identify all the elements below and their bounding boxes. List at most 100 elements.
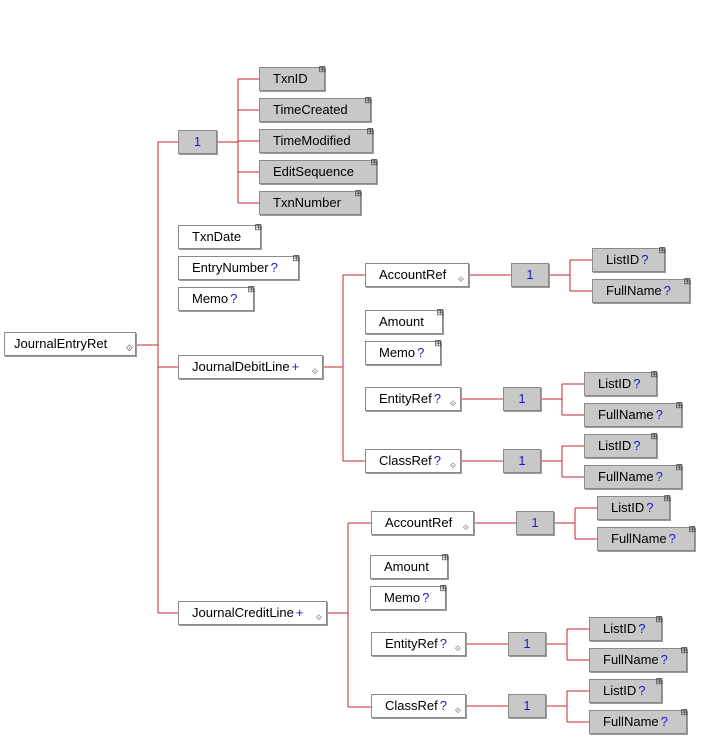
listid-label: ListID [598,438,632,453]
entityref-label: EntityRef [385,636,438,651]
debit-amount-node[interactable]: Amount ⊞ [365,308,444,334]
credit-memo-node[interactable]: Memo? ⊞ [370,584,447,610]
element-leaf-icon: ⊞ [354,188,362,198]
listid-label: ListID [598,376,632,391]
debit-classref-fullname-node[interactable]: FullName? ⊞ [584,463,683,489]
credit-amount-node[interactable]: Amount ⊞ [370,553,449,579]
optional-mark: ? [646,500,654,515]
credit-classref-fullname-node[interactable]: FullName? ⊞ [589,708,688,734]
entrynumber-label: EntryNumber [192,260,269,275]
txnid-label: TxnID [273,71,308,86]
sequence-node[interactable]: 1 [178,130,217,154]
timecreated-label: TimeCreated [273,102,348,117]
timemodified-label: TimeModified [273,133,351,148]
debit-classref-node[interactable]: ClassRef? ⟐ [365,449,461,473]
optional-mark: ? [655,407,663,422]
expand-handle-icon[interactable]: ⟐ [454,706,461,715]
txndate-node[interactable]: TxnDate ⊞ [178,222,262,249]
expand-handle-icon[interactable]: ⟐ [457,275,464,284]
credit-entityref-listid-node[interactable]: ListID? ⊞ [589,614,663,641]
entrynumber-node[interactable]: EntryNumber? ⊞ [178,254,300,280]
debit-entityref-sequence[interactable]: 1 [503,387,541,411]
expand-handle-icon[interactable]: ⟐ [311,367,318,376]
txnid-node[interactable]: TxnID ⊞ [259,65,326,91]
sequence-label: 1 [523,636,531,651]
element-leaf-icon: ⊞ [650,431,658,441]
expand-handle-icon[interactable]: ⟐ [454,644,461,653]
timemodified-node[interactable]: TimeModified ⊞ [259,126,374,153]
credit-entityref-sequence[interactable]: 1 [508,632,546,656]
credit-line-label: JournalCreditLine [192,605,294,620]
expand-handle-icon[interactable]: ⟐ [462,523,469,532]
txnnumber-node[interactable]: TxnNumber ⊞ [259,188,362,215]
element-leaf-icon: ⊞ [434,338,442,348]
timecreated-node[interactable]: TimeCreated ⊞ [259,96,372,122]
optional-mark: ? [433,391,441,406]
element-leaf-icon: ⊞ [658,245,666,255]
listid-label: ListID [606,252,640,267]
classref-label: ClassRef [379,453,432,468]
element-leaf-icon: ⊞ [370,157,378,167]
debit-classref-listid-node[interactable]: ListID? ⊞ [584,431,658,458]
sequence-label: 1 [526,267,534,282]
txnnumber-label: TxnNumber [273,195,341,210]
credit-accountref-node[interactable]: AccountRef ⟐ [371,511,474,535]
credit-entityref-node[interactable]: EntityRef? ⟐ [371,632,466,656]
optional-mark: ? [655,469,663,484]
optional-mark: ? [422,590,430,605]
credit-accountref-sequence[interactable]: 1 [516,511,554,535]
memo-label: Memo [384,590,421,605]
sequence-label: 1 [193,134,202,149]
credit-entityref-fullname-node[interactable]: FullName? ⊞ [589,645,688,672]
debit-accountref-label: AccountRef [379,267,447,282]
expand-handle-icon[interactable]: ⟐ [449,461,456,470]
element-leaf-icon: ⊞ [655,614,663,624]
root-node[interactable]: JournalEntryRet ⟐ [4,332,136,356]
expand-handle-icon[interactable]: ⟐ [125,343,133,353]
credit-classref-sequence[interactable]: 1 [508,694,546,718]
optional-mark: ? [633,376,641,391]
journal-debit-line-node[interactable]: JournalDebitLine+ ⟐ [178,355,323,379]
fullname-label: FullName [598,469,654,484]
optional-mark: ? [638,621,646,636]
element-leaf-icon: ⊞ [650,369,658,379]
debit-entityref-node[interactable]: EntityRef? ⟐ [365,387,461,411]
journal-credit-line-node[interactable]: JournalCreditLine+ ⟐ [178,601,327,625]
element-leaf-icon: ⊞ [680,645,688,655]
debit-entityref-listid-node[interactable]: ListID? ⊞ [584,369,658,396]
debit-accountref-listid-node[interactable]: ListID? ⊞ [592,245,666,272]
optional-mark: ? [660,652,668,667]
sequence-label: 1 [523,698,531,713]
sequence-label: 1 [518,391,526,406]
credit-accountref-fullname-node[interactable]: FullName? ⊞ [597,525,696,551]
memo-node[interactable]: Memo? ⊞ [178,284,255,311]
credit-accountref-listid-node[interactable]: ListID? ⊞ [597,494,671,520]
credit-classref-listid-node[interactable]: ListID? ⊞ [589,677,663,703]
listid-label: ListID [603,683,637,698]
expand-handle-icon[interactable]: ⟐ [449,399,456,408]
debit-classref-sequence[interactable]: 1 [503,449,541,473]
listid-label: ListID [603,621,637,636]
element-leaf-icon: ⊞ [254,222,262,232]
expand-handle-icon[interactable]: ⟐ [315,613,322,622]
memo-label: Memo [379,345,416,360]
debit-entityref-fullname-node[interactable]: FullName? ⊞ [584,401,683,427]
debit-accountref-fullname-node[interactable]: FullName? ⊞ [592,276,691,303]
memo-label: Memo [192,291,229,306]
debit-accountref-node[interactable]: AccountRef ⟐ [365,263,469,287]
optional-mark: ? [433,453,441,468]
editsequence-label: EditSequence [273,164,354,179]
credit-classref-node[interactable]: ClassRef? ⟐ [371,694,466,718]
optional-mark: ? [439,636,447,651]
editsequence-node[interactable]: EditSequence ⊞ [259,157,378,184]
optional-mark: ? [638,683,646,698]
element-leaf-icon: ⊞ [683,276,691,286]
classref-label: ClassRef [385,698,438,713]
element-leaf-icon: ⊞ [366,126,374,136]
debit-memo-node[interactable]: Memo? ⊞ [365,338,442,365]
optional-mark: ? [633,438,641,453]
debit-accountref-sequence[interactable]: 1 [511,263,549,287]
element-leaf-icon: ⊞ [247,284,255,294]
optional-mark: ? [668,531,676,546]
